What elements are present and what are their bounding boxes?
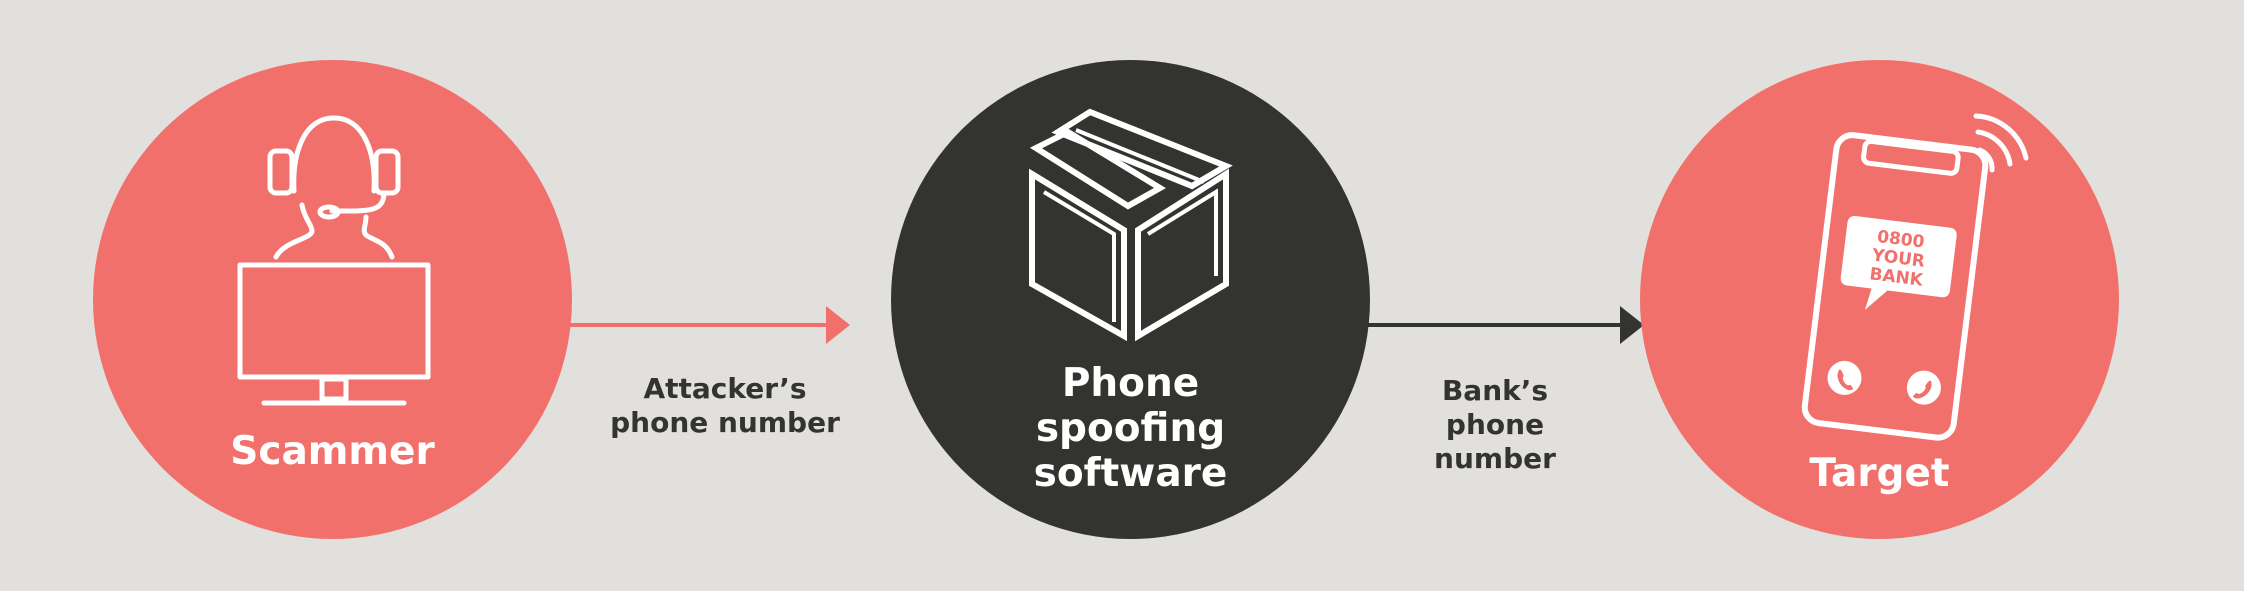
- bank-number-label-line: Bank’s: [1441, 374, 1549, 407]
- scammer-label: Scammer: [230, 429, 435, 474]
- scammer-node: [93, 60, 572, 539]
- arrow-scammer-to-software: [568, 306, 850, 344]
- bank-number-label: Bank’s phone number: [1390, 374, 1600, 476]
- attacker-number-label: Attacker’s phone number: [580, 372, 870, 440]
- arrow-software-to-target: [1366, 306, 1644, 344]
- software-label-line: spoofing: [1035, 405, 1226, 451]
- software-label: Phone spoofing software: [891, 361, 1370, 497]
- software-node: [891, 60, 1370, 539]
- box-icon: [1029, 108, 1233, 342]
- bank-number-label-line: phone: [1445, 408, 1545, 442]
- attacker-number-label-line: phone number: [610, 406, 840, 440]
- headset-operator-icon: [237, 115, 431, 406]
- phone-incoming-call-icon: 0800 YOUR BANK: [1801, 113, 2029, 441]
- attacker-number-label-line: Attacker’s: [643, 372, 807, 405]
- software-label-line: software: [1033, 450, 1228, 496]
- software-label-line: Phone: [1061, 361, 1200, 406]
- bank-number-label-line: number: [1434, 442, 1556, 476]
- target-label: Target: [1809, 451, 1950, 496]
